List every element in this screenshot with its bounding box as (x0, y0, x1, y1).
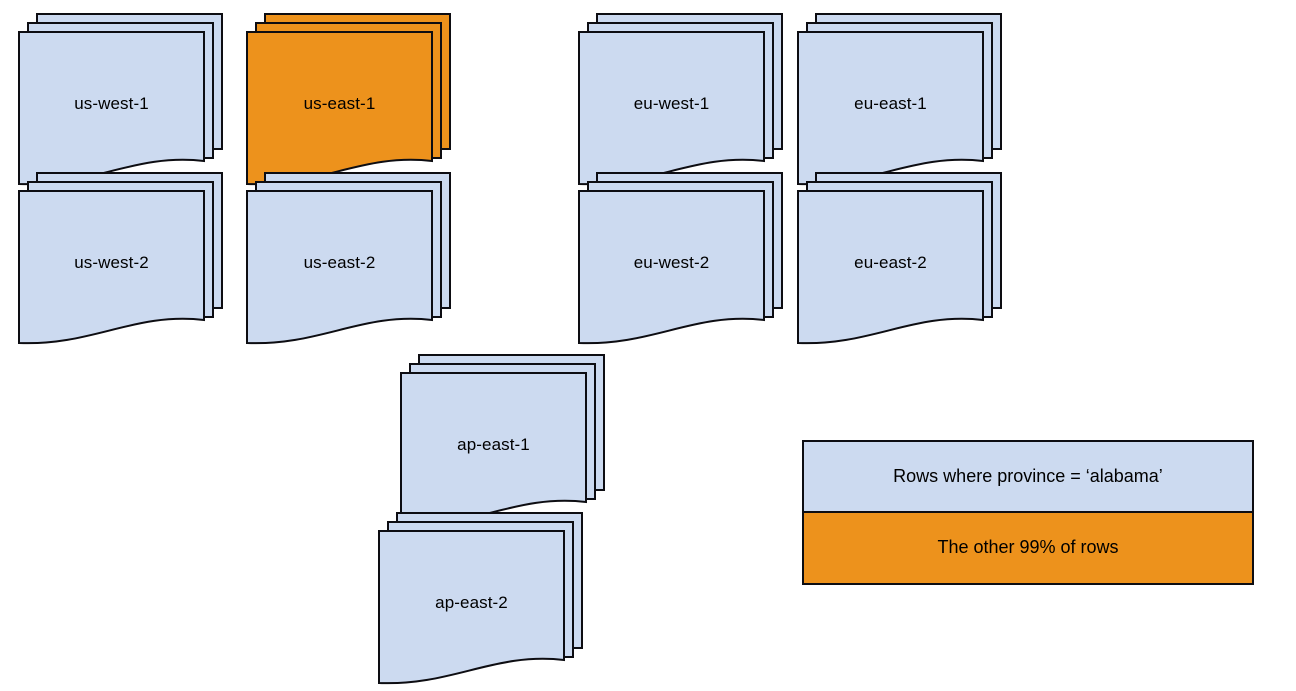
document-stack-us-west-2[interactable]: us-west-2 (18, 172, 225, 351)
document-stack-eu-east-2[interactable]: eu-east-2 (797, 172, 1004, 351)
stack-front-sheet (578, 190, 765, 345)
stack-front-sheet (246, 190, 433, 345)
legend-label: The other 99% of rows (937, 537, 1119, 558)
document-stack-us-west-1[interactable]: us-west-1 (18, 13, 225, 192)
stack-shape-us-east-1 (246, 13, 451, 186)
legend: Rows where province = ‘alabama’ The other… (802, 440, 1254, 585)
document-stack-eu-east-1[interactable]: eu-east-1 (797, 13, 1004, 192)
stack-front-sheet (18, 190, 205, 345)
stack-shape-eu-east-1 (797, 13, 1002, 186)
document-stack-us-east-1[interactable]: us-east-1 (246, 13, 453, 192)
stack-front-sheet (400, 372, 587, 527)
stack-shape-us-east-2 (246, 172, 451, 345)
stack-front-sheet (797, 190, 984, 345)
stack-shape-eu-east-2 (797, 172, 1002, 345)
stack-shape-eu-west-2 (578, 172, 783, 345)
legend-row-alabama-rows: Rows where province = ‘alabama’ (804, 442, 1252, 513)
document-stack-eu-west-1[interactable]: eu-west-1 (578, 13, 785, 192)
stack-shape-ap-east-1 (400, 354, 605, 527)
stack-front-sheet (378, 530, 565, 685)
stack-shape-eu-west-1 (578, 13, 783, 186)
legend-label: Rows where province = ‘alabama’ (893, 465, 1163, 486)
document-stack-eu-west-2[interactable]: eu-west-2 (578, 172, 785, 351)
stack-front-sheet (797, 31, 984, 186)
legend-row-other-rows: The other 99% of rows (804, 512, 1252, 583)
document-stack-ap-east-2[interactable]: ap-east-2 (378, 512, 585, 691)
stack-shape-us-west-2 (18, 172, 223, 345)
stack-front-sheet (246, 31, 433, 186)
document-stack-ap-east-1[interactable]: ap-east-1 (400, 354, 607, 533)
stack-shape-us-west-1 (18, 13, 223, 186)
document-stack-us-east-2[interactable]: us-east-2 (246, 172, 453, 351)
stack-shape-ap-east-2 (378, 512, 583, 685)
stack-front-sheet (578, 31, 765, 186)
stack-front-sheet (18, 31, 205, 186)
